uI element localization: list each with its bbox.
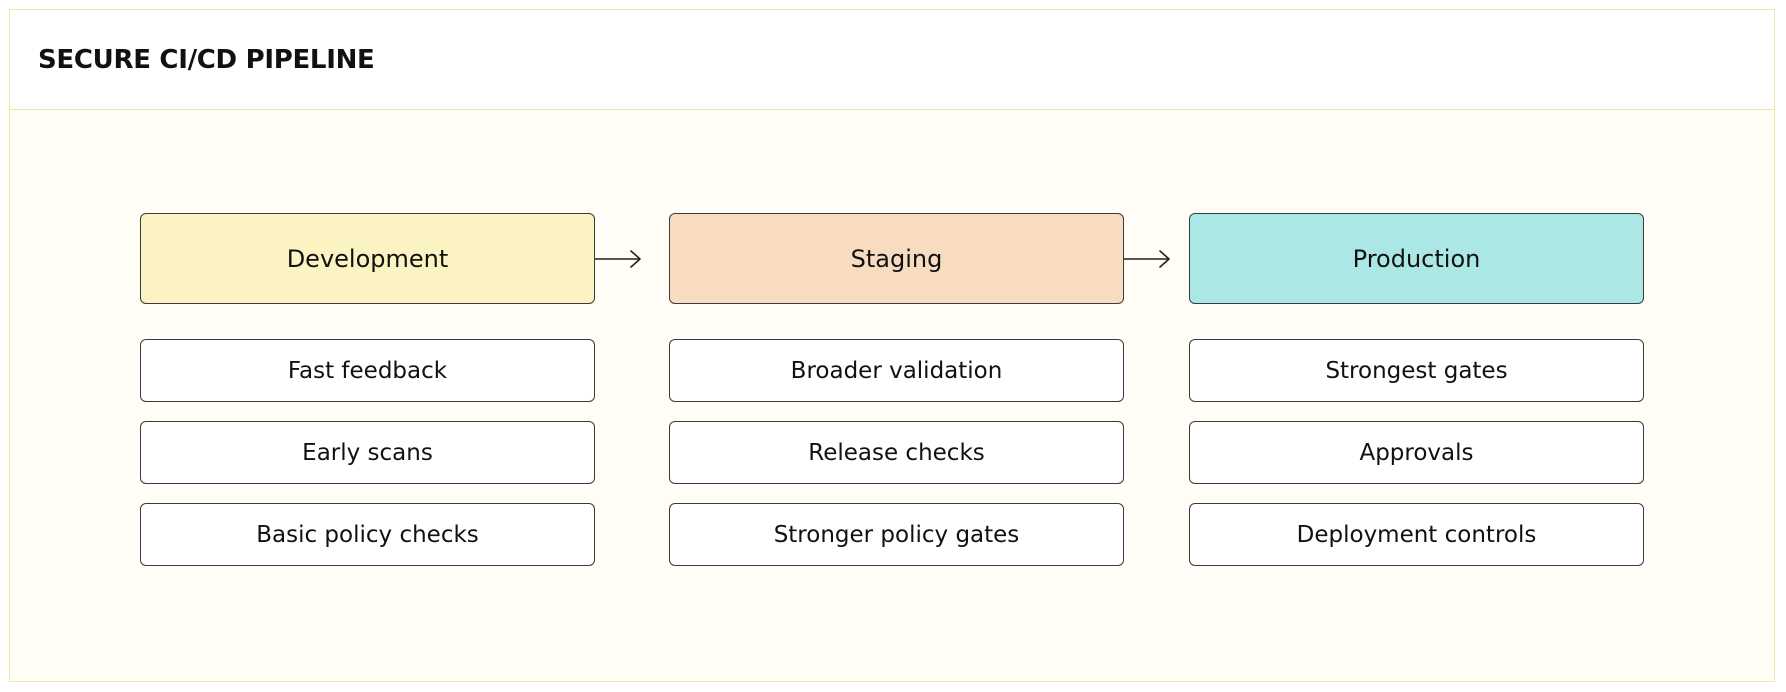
staging-item-release-checks: Release checks xyxy=(669,421,1124,484)
prod-item-approvals: Approvals xyxy=(1189,421,1644,484)
arrow-right-icon xyxy=(1124,247,1172,271)
stage-production: Production xyxy=(1189,213,1644,304)
stage-development: Development xyxy=(140,213,595,304)
staging-item-broader-validation: Broader validation xyxy=(669,339,1124,402)
dev-item-basic-policy-checks: Basic policy checks xyxy=(140,503,595,566)
staging-item-stronger-policy-gates: Stronger policy gates xyxy=(669,503,1124,566)
dev-item-fast-feedback: Fast feedback xyxy=(140,339,595,402)
diagram-header: SECURE CI/CD PIPELINE xyxy=(10,10,1774,110)
diagram-title: SECURE CI/CD PIPELINE xyxy=(38,45,375,75)
prod-item-strongest-gates: Strongest gates xyxy=(1189,339,1644,402)
stage-staging: Staging xyxy=(669,213,1124,304)
dev-item-early-scans: Early scans xyxy=(140,421,595,484)
prod-item-deployment-controls: Deployment controls xyxy=(1189,503,1644,566)
arrow-right-icon xyxy=(595,247,643,271)
